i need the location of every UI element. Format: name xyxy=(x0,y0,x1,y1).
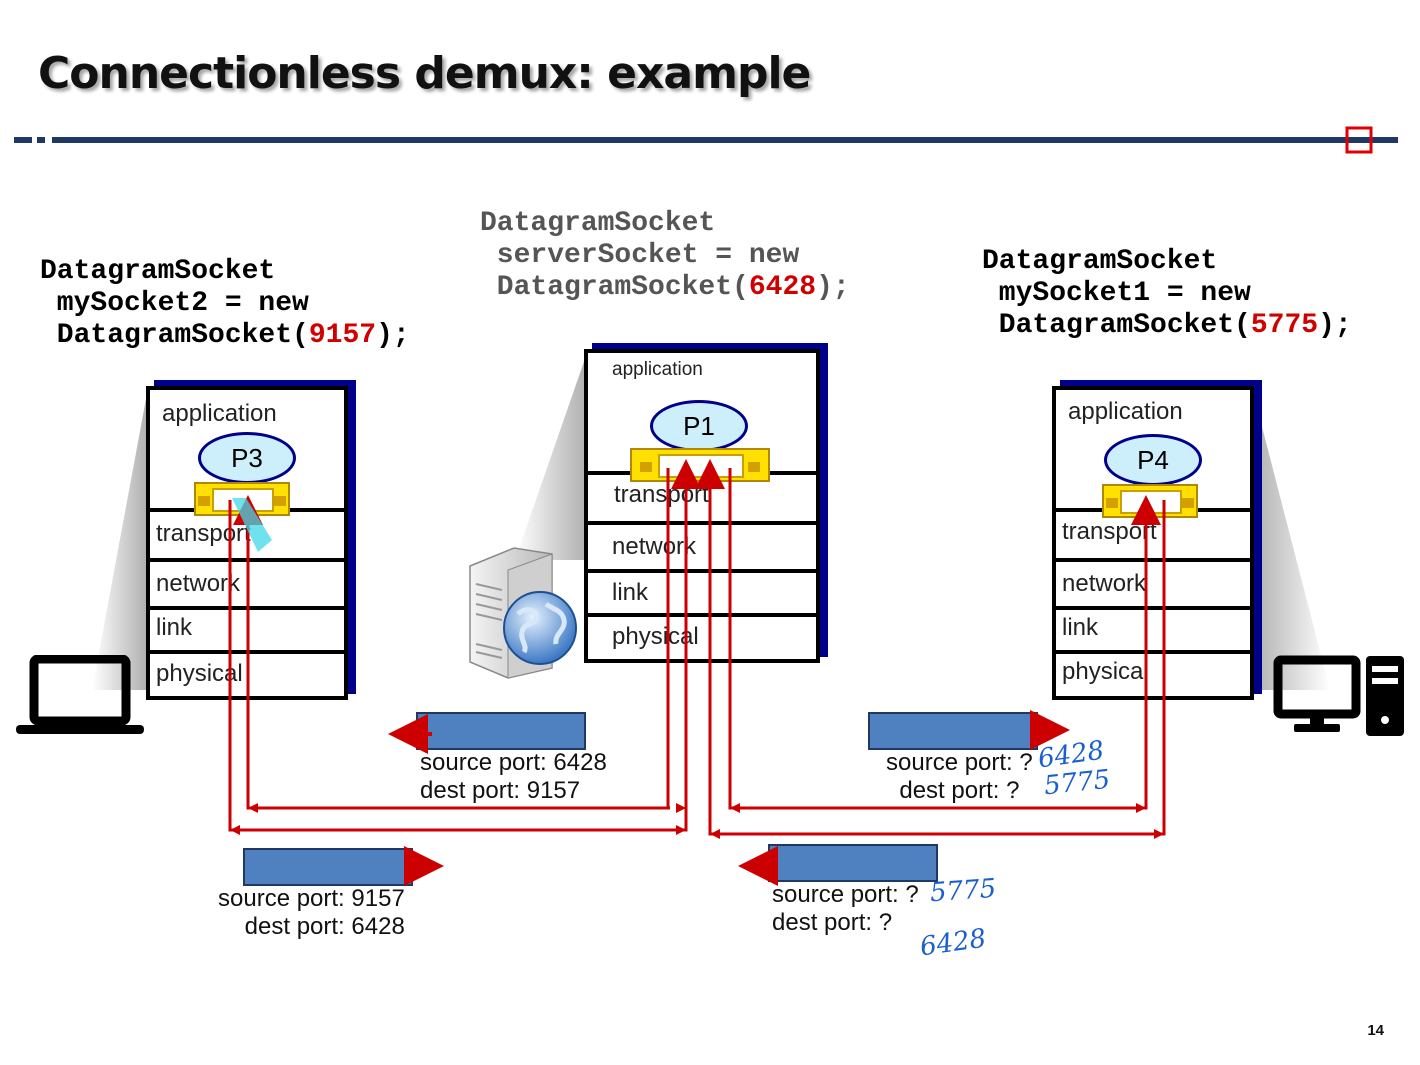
application-layer: application xyxy=(162,400,277,427)
port-number: 9157 xyxy=(308,320,377,351)
segment-2 xyxy=(243,848,413,886)
code-center: DatagramSocket serverSocket = new Datagr… xyxy=(480,208,850,303)
network-layer: network xyxy=(1056,558,1250,606)
port-number: 5775 xyxy=(1250,310,1319,341)
code-right: DatagramSocket mySocket1 = new DatagramS… xyxy=(982,246,1352,341)
segment-1 xyxy=(416,712,586,750)
process-p1: P1 xyxy=(650,400,748,452)
title-rule xyxy=(14,126,1398,154)
laptop-icon xyxy=(16,655,144,734)
link-layer: link xyxy=(588,569,816,613)
globe-icon xyxy=(503,591,577,665)
segment-3-label: source port: ? dest port: ? xyxy=(886,749,1033,804)
desktop-computer-icon xyxy=(1273,655,1404,736)
process-p4: P4 xyxy=(1104,434,1202,486)
segment-4-label: source port: ? dest port: ? xyxy=(772,881,919,936)
physical-layer: physical xyxy=(1056,650,1250,696)
network-layer: network xyxy=(588,521,816,569)
segment-3 xyxy=(868,712,1038,750)
code-left: DatagramSocket mySocket2 = new DatagramS… xyxy=(40,256,410,351)
socket-right xyxy=(1102,484,1198,518)
segment-1-label: source port: 6428 dest port: 9157 xyxy=(420,749,607,804)
segment-4 xyxy=(768,844,938,882)
page-number: 14 xyxy=(1367,1022,1384,1039)
protocol-stack-center: application transport network link physi… xyxy=(584,349,820,663)
protocol-stack-right: application transport network link physi… xyxy=(1052,386,1254,700)
link-layer: link xyxy=(1056,606,1250,650)
page-title: Connectionless demux: example xyxy=(38,48,811,99)
application-layer: application xyxy=(612,359,703,380)
segment-2-label: source port: 9157 dest port: 6428 xyxy=(218,885,405,940)
port-number: 6428 xyxy=(748,272,817,303)
physical-layer: physical xyxy=(588,613,816,659)
application-layer: application xyxy=(1068,398,1183,425)
